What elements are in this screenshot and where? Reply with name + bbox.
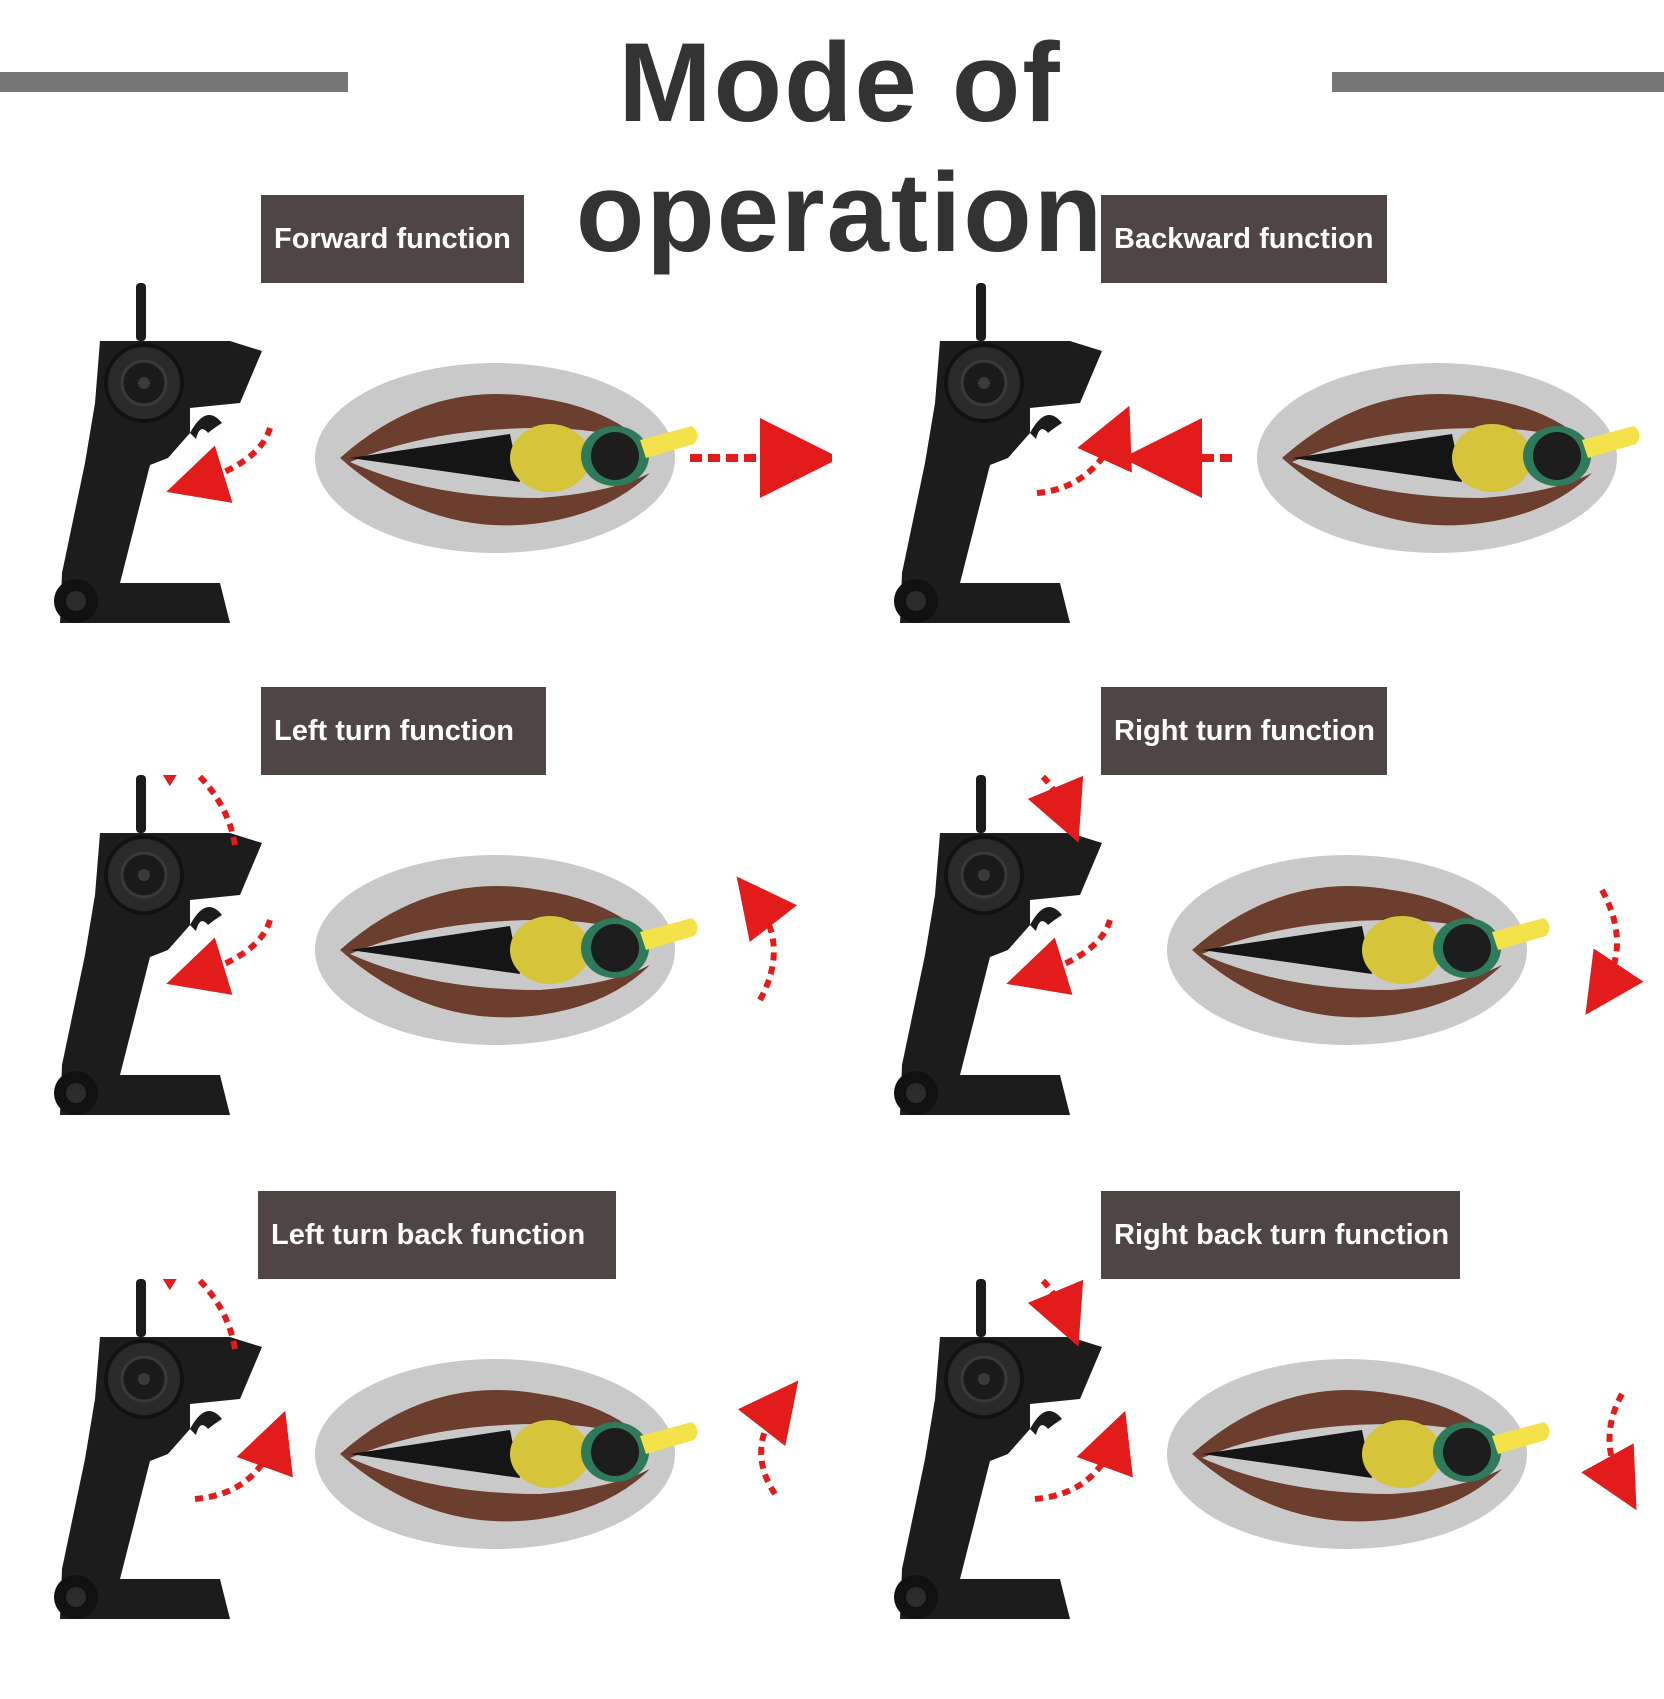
panel-right-back-turn: Right back turn function — [832, 1191, 1664, 1691]
forward-function-label: Forward function — [261, 195, 524, 283]
duck-decoy-icon — [315, 363, 698, 553]
forward-illustration — [52, 283, 832, 625]
left-back-arrow-icon — [737, 1380, 799, 1496]
remote-controller-icon — [892, 1279, 1104, 1621]
panel-left-turn: Left turn function — [0, 687, 832, 1187]
duck-decoy-icon — [1167, 855, 1550, 1045]
right-back-turn-illustration — [892, 1279, 1637, 1621]
panel-right-turn: Right turn function — [832, 687, 1664, 1187]
wheel-right-arrow-icon — [1027, 775, 1084, 843]
left-turn-arrow-icon — [736, 876, 798, 1002]
title-rule-right — [1332, 72, 1664, 92]
trigger-push-arrow-icon — [1036, 405, 1132, 496]
duck-decoy-icon — [315, 855, 698, 1045]
trigger-push-arrow-icon — [194, 1410, 293, 1502]
left-turn-illustration — [52, 775, 798, 1117]
left-turn-back-illustration — [52, 1279, 799, 1621]
remote-controller-icon — [892, 283, 1104, 625]
panel-left-turn-back: Left turn back function — [0, 1191, 832, 1691]
wheel-right-arrow-icon — [1027, 1279, 1084, 1347]
right-back-turn-function-label: Right back turn function — [1101, 1191, 1460, 1279]
title-rule-left — [0, 72, 348, 92]
trigger-pull-arrow-icon — [166, 919, 273, 995]
left-turn-function-label: Left turn function — [261, 687, 546, 775]
wheel-left-arrow-icon — [134, 775, 238, 846]
remote-controller-icon — [892, 775, 1104, 1117]
right-turn-function-label: Right turn function — [1101, 687, 1387, 775]
panel-backward: Backward function — [832, 195, 1664, 695]
panel-forward: Forward function — [0, 195, 832, 695]
page-title: Mode of operation — [575, 20, 1105, 275]
right-back-arrow-icon — [1581, 1392, 1637, 1511]
wheel-left-arrow-icon — [134, 1279, 238, 1350]
trigger-push-arrow-icon — [1034, 1410, 1133, 1502]
backward-illustration — [892, 283, 1640, 625]
duck-decoy-icon — [1257, 363, 1640, 553]
left-turn-back-function-label: Left turn back function — [258, 1191, 616, 1279]
title-bar: Mode of operation — [0, 0, 1664, 275]
remote-controller-icon — [52, 283, 264, 625]
duck-decoy-icon — [315, 1359, 698, 1549]
right-turn-illustration — [892, 775, 1644, 1117]
duck-decoy-icon — [1167, 1359, 1550, 1549]
trigger-pull-arrow-icon — [166, 427, 273, 503]
trigger-pull-arrow-icon — [1006, 919, 1113, 995]
right-turn-arrow-icon — [1585, 888, 1644, 1015]
backward-function-label: Backward function — [1101, 195, 1387, 283]
